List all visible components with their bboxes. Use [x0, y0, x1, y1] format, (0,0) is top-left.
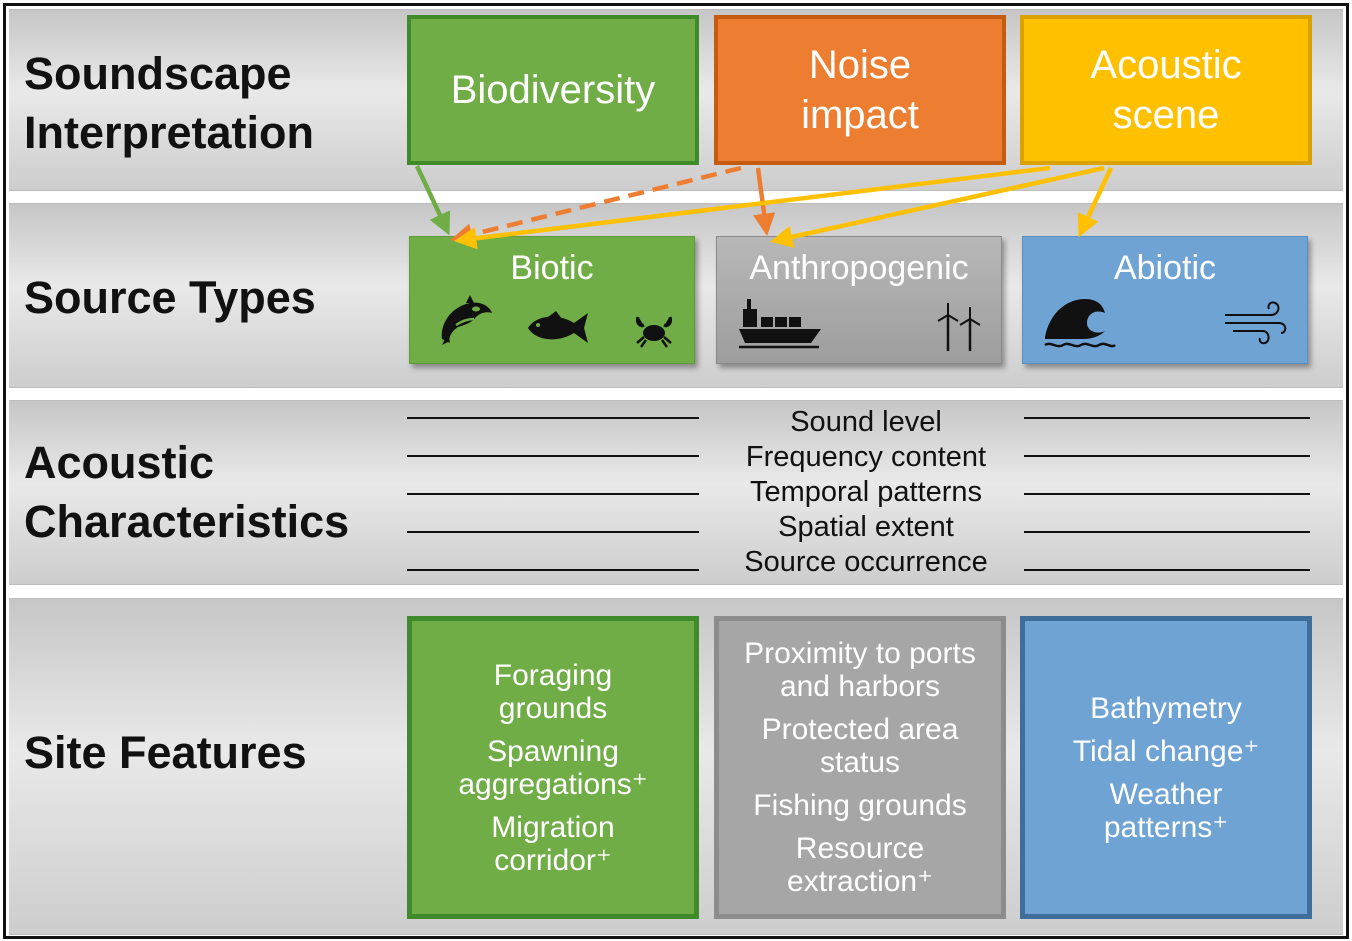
characteristic-item: Spatial extent	[778, 511, 954, 543]
site-feature-line: Spawning	[487, 734, 619, 768]
site-feature-line: patterns⁺	[1103, 810, 1229, 844]
site-feature-line: Resource	[795, 832, 925, 865]
site-feature-line: Fishing grounds	[753, 789, 967, 822]
site-feature: Bathymetry	[1090, 692, 1242, 725]
site-feature-line: Foraging	[493, 658, 613, 692]
arrow-noise-to-biotic	[450, 165, 742, 246]
source-title: Anthropogenic	[749, 249, 969, 287]
site-feature: Tidal change⁺	[1073, 735, 1260, 768]
site-feature-line: Bathymetry	[1090, 691, 1242, 725]
site-feature-line: Proximity to ports	[744, 637, 976, 670]
box-text-line: impact	[801, 93, 919, 137]
site-feature-line: Protected area	[761, 713, 959, 746]
characteristic-divider-right	[1024, 417, 1310, 419]
row-label-line: Site Features	[24, 727, 307, 778]
site-feature: Fishing grounds	[753, 789, 966, 822]
crab-icon	[636, 316, 672, 348]
site-feature-line: Migration	[491, 810, 615, 844]
characteristic-divider-left	[407, 417, 699, 419]
ship-icon	[739, 299, 821, 349]
box-text-line: Acoustic	[1090, 43, 1242, 87]
site-feature-line: and harbors	[779, 670, 941, 703]
row-label-line: Soundscape	[24, 48, 292, 99]
source-abiotic: Abiotic	[1022, 236, 1308, 364]
box-text-line: scene	[1112, 93, 1220, 137]
orca-icon	[441, 295, 492, 345]
characteristic-item: Sound level	[790, 406, 942, 438]
row-label-line: Characteristics	[24, 496, 350, 547]
site-feature-line: status	[819, 746, 901, 779]
site-feature-line: aggregations⁺	[458, 767, 648, 801]
characteristic-divider-left	[407, 531, 699, 533]
characteristic-divider-left	[407, 455, 699, 457]
characteristic-divider-left	[407, 493, 699, 495]
link-arrows	[414, 165, 1114, 250]
row-label-interpretation: Soundscape Interpretation	[24, 44, 314, 162]
wind-icon	[1225, 301, 1287, 345]
band-acoustic	[9, 400, 1343, 585]
characteristic-divider-right	[1024, 531, 1310, 533]
wave-icon	[1044, 299, 1116, 348]
site-feature-line: extraction⁺	[787, 865, 933, 898]
row-label-acoustic: Acoustic Characteristics	[24, 433, 349, 551]
characteristic-item: Source occurrence	[744, 546, 988, 578]
source-title: Biotic	[510, 249, 594, 287]
characteristic-divider-left	[407, 569, 699, 571]
interpretation-acoustic-scene: Acoustic scene	[1020, 15, 1312, 165]
arrow-noise-to-anthropogenic	[752, 167, 776, 237]
box-text-line: Biodiversity	[450, 68, 656, 112]
characteristic-item: Frequency content	[745, 441, 987, 473]
site-feature-line: corridor⁺	[494, 843, 612, 877]
row-label-site-features: Site Features	[24, 723, 307, 782]
characteristic-item: Temporal patterns	[749, 476, 983, 508]
source-biotic: Biotic	[409, 236, 695, 364]
characteristic-divider-right	[1024, 569, 1310, 571]
wind-turbine-icon	[937, 303, 981, 351]
arrow-scene-to-anthropogenic	[770, 165, 1105, 248]
box-text-line: Noise	[808, 43, 912, 87]
fish-icon	[528, 311, 588, 343]
source-anthropogenic: Anthropogenic	[716, 236, 1002, 364]
row-label-line: Source Types	[24, 272, 316, 323]
source-title: Abiotic	[1113, 249, 1217, 287]
site-feature-line: Tidal change⁺	[1072, 734, 1260, 768]
arrow-scene-to-biotic	[453, 165, 1051, 250]
interpretation-biodiversity: Biodiversity	[407, 15, 699, 165]
characteristic-divider-right	[1024, 493, 1310, 495]
interpretation-noise-impact: Noise impact	[714, 15, 1006, 165]
row-label-line: Acoustic	[24, 437, 215, 488]
row-label-source-types: Source Types	[24, 268, 316, 327]
row-label-line: Interpretation	[24, 107, 315, 158]
site-feature-line: grounds	[498, 691, 608, 725]
diagram-frame: Soundscape Interpretation Source Types A…	[3, 3, 1349, 939]
characteristic-divider-right	[1024, 455, 1310, 457]
site-feature-line: Weather	[1109, 777, 1223, 811]
arrow-biodiversity-to-biotic	[414, 165, 451, 236]
arrow-scene-to-abiotic	[1077, 167, 1114, 238]
